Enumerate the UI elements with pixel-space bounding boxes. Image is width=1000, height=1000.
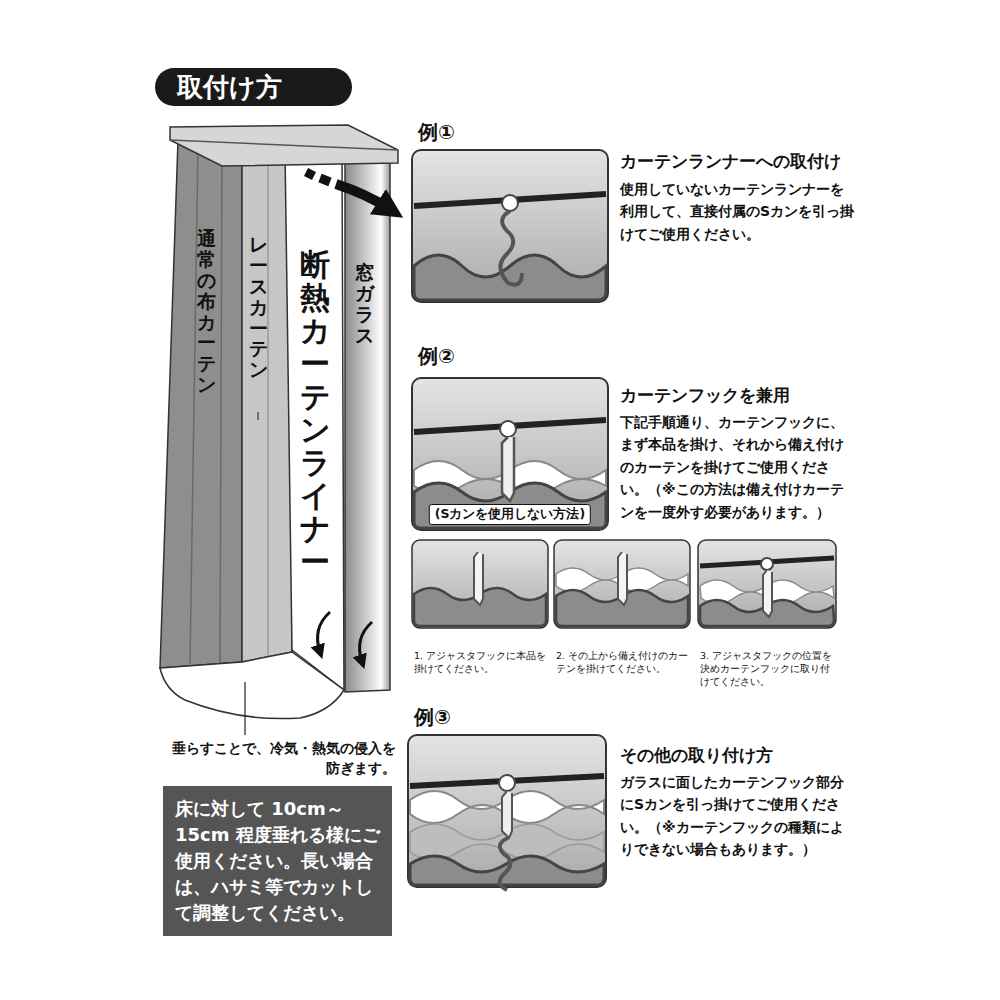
- leader-line: [257, 412, 258, 420]
- curtain-panel-label: レースカーテン: [249, 234, 268, 380]
- example-body: ガラスに面したカーテンフック部分にSカンを引っ掛けてご使用ください。（※カーテン…: [620, 771, 852, 861]
- example3-picture: [408, 735, 606, 890]
- example-body: 使用していないカーテンランナーを利用して、直接付属のSカンを引っ掛けてご使用くだ…: [620, 178, 856, 245]
- step3-picture: [698, 540, 836, 628]
- arrow-dash: [306, 172, 314, 176]
- note-text: 床に対して 10cm～15cm 程度垂れる様にご使用ください。長い場合は、ハサミ…: [175, 796, 380, 926]
- leader-line: [244, 682, 245, 735]
- vertical-label: 窓ガラス: [355, 262, 374, 346]
- example-number: 例②: [418, 343, 498, 369]
- note-box: 床に対して 10cm～15cm 程度垂れる様にご使用ください。長い場合は、ハサミ…: [163, 786, 392, 936]
- vertical-label: 通常の布カーテン: [197, 228, 216, 395]
- pointer-arrow: [306, 172, 388, 208]
- picture-caption: (Sカンを使用しない方法): [429, 504, 591, 525]
- example-heading: カーテンフックを兼用: [620, 385, 870, 406]
- curl-arrow: [360, 622, 372, 662]
- arrow-body: [336, 184, 388, 208]
- picture-box: (Sカンを使用しない方法): [412, 378, 608, 530]
- lace-curtain: [242, 142, 292, 662]
- step2-picture: [554, 540, 690, 628]
- fold-line: [190, 145, 198, 664]
- note-text: 垂らすことで、冷気・熱気の侵入を防ぎます。: [160, 738, 396, 779]
- example-heading: カーテンランナーへの取付け: [620, 151, 870, 172]
- example-heading: その他の取り付け方: [620, 745, 870, 766]
- step-caption: 2. その上から備え付けのカーテンを掛けてください。: [556, 650, 692, 676]
- step1-picture: [412, 540, 548, 628]
- liner-on-floor: [160, 652, 344, 719]
- curtain-panel-label: 断熱カーテンライナー: [300, 248, 330, 578]
- example-body: 下記手順通り、カーテンフックに、まず本品を掛け、それから備え付けのカーテンを掛け…: [620, 411, 850, 523]
- example2-picture: [412, 378, 608, 530]
- rail-edge: [170, 140, 398, 150]
- step-caption: 3. アジャスタフックの位置を決めカーテンフックに取り付けてください。: [700, 650, 838, 688]
- curtain-panel-label: 窓ガラス: [355, 262, 374, 346]
- example-number: 例①: [418, 119, 498, 145]
- vertical-label: 断熱カーテンライナー: [300, 248, 330, 578]
- curl-arrow: [318, 612, 330, 652]
- curtain-rail: [170, 125, 398, 166]
- fabric-curtain: [160, 140, 242, 668]
- curtain-illustration: [160, 125, 398, 719]
- insulation-liner: [285, 150, 344, 690]
- fold-line: [267, 146, 269, 656]
- example1-picture: [412, 150, 608, 302]
- vertical-label: レースカーテン: [249, 234, 268, 380]
- curtain-panel-label: 通常の布カーテン: [197, 228, 216, 395]
- title-pill: 取付け方: [155, 68, 352, 106]
- step-caption: 1. アジャスタフックに本品を掛けてください。: [414, 650, 548, 676]
- example-number: 例③: [414, 704, 494, 730]
- arrow-dash: [320, 178, 330, 182]
- window-glass: [345, 154, 390, 692]
- fold-line: [220, 146, 222, 663]
